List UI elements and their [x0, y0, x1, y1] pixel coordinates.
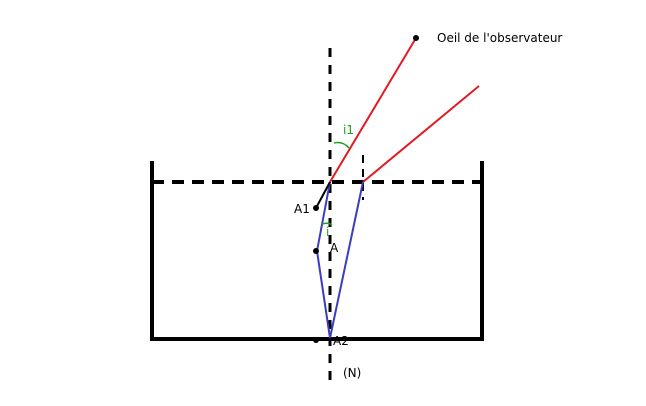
refracted-rays	[329, 37, 480, 183]
incident-ray-a	[316, 250, 331, 339]
image-point-a1-label: A1	[294, 202, 310, 216]
observer-eye-label: Oeil de l'observateur	[437, 31, 562, 45]
incident-ray-c	[329, 181, 364, 339]
observer-eye-point	[413, 35, 419, 41]
refracted-ray-to-eye	[329, 37, 417, 183]
bottom-point-a2-label: A2	[333, 334, 349, 348]
object-point-a	[313, 248, 319, 254]
refracted-ray-second	[362, 85, 480, 183]
bottom-point-a2	[313, 337, 319, 343]
angle-arc-i	[321, 222, 333, 226]
image-point-a1	[313, 205, 319, 211]
object-point-a-label: A	[330, 241, 339, 255]
incident-ray-b	[316, 181, 331, 252]
normal-label: (N)	[343, 366, 361, 380]
angle-arc-i1	[333, 141, 350, 149]
virtual-ray-extension	[315, 181, 331, 209]
angle-i1-label: i1	[343, 123, 354, 137]
angle-i-label: i	[326, 225, 329, 239]
incident-rays	[316, 181, 364, 339]
